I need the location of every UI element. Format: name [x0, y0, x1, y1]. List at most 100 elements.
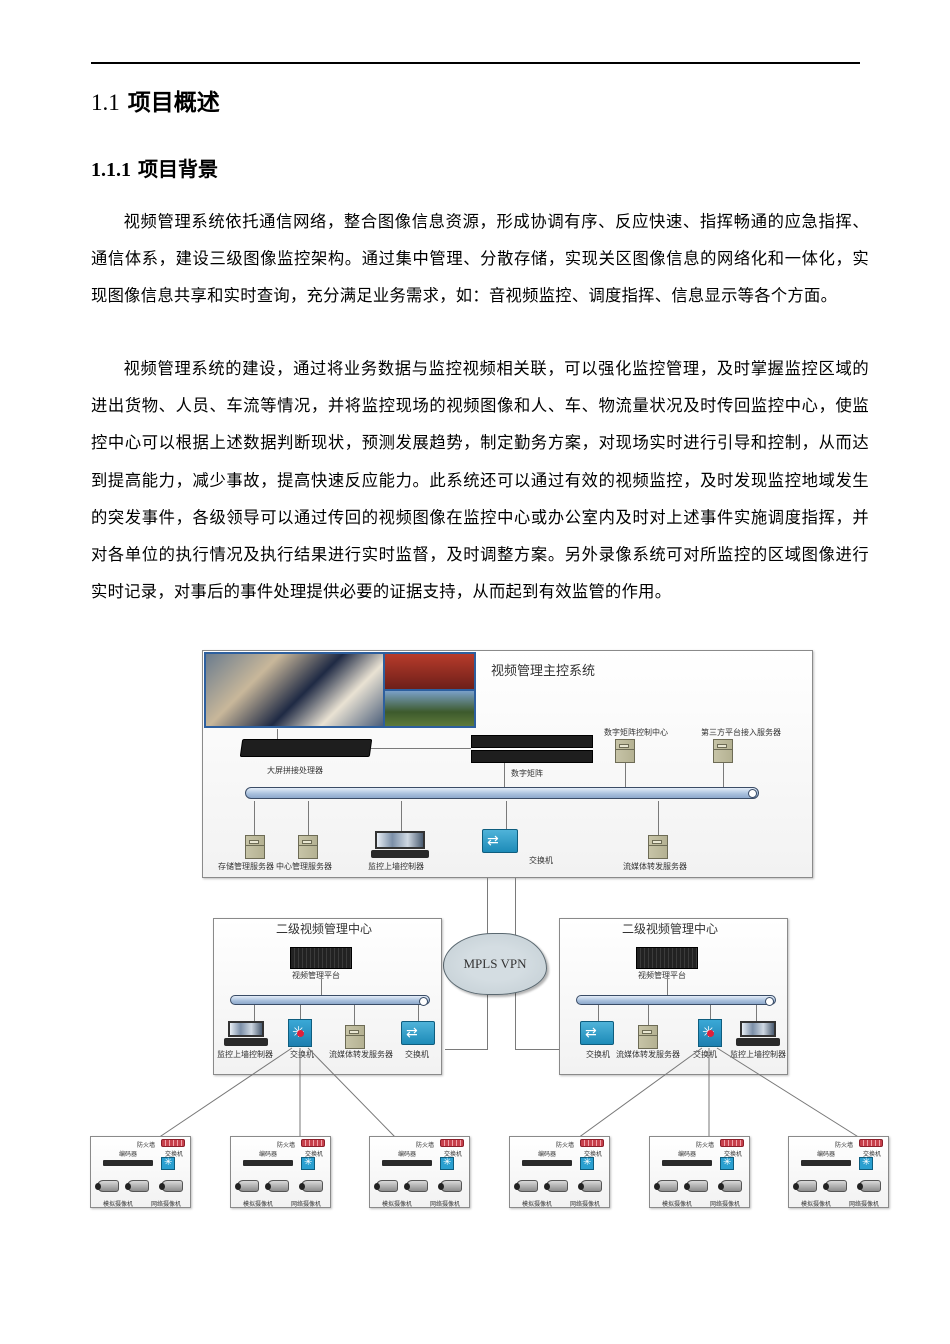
connector: [354, 1005, 355, 1025]
encoder-icon: [103, 1160, 153, 1166]
analog-camera-icon: [95, 1180, 119, 1192]
main-system-title: 视频管理主控系统: [491, 664, 596, 679]
main-network-bus: [245, 787, 759, 799]
switch-icon: [161, 1157, 175, 1170]
edge-switch-label: 交换机: [586, 1050, 610, 1059]
network-camera-icon: [718, 1180, 742, 1192]
connector: [254, 801, 255, 835]
main-switch-icon: [482, 829, 518, 853]
firewall-label: 防火墙: [835, 1142, 854, 1149]
connector: [254, 1005, 255, 1021]
connector: [723, 763, 724, 789]
encoder-icon: [522, 1160, 572, 1166]
analog-camera-icon: [793, 1180, 817, 1192]
network-architecture-diagram: 视频管理主控系统 大屏拼接处理器 数字矩阵 数字矩阵控制中心 第三方平台接入服务…: [85, 648, 905, 1218]
switch-label: 交换机: [724, 1151, 743, 1158]
firewall-icon: [301, 1139, 325, 1147]
firewall-icon: [161, 1139, 185, 1147]
analog-camera-label: 模拟摄像机: [103, 1201, 134, 1208]
matrix-control-center-server-icon: [615, 739, 635, 763]
firewall-icon: [440, 1139, 464, 1147]
connector: [648, 1005, 649, 1025]
firewall-label: 防火墙: [416, 1142, 435, 1149]
stream-server-label: 流媒体转发服务器: [616, 1050, 680, 1059]
switch-icon: [580, 1157, 594, 1170]
paragraph-1: 视频管理系统依托通信网络，整合图像信息资源，形成协调有序、反应快速、指挥畅通的应…: [91, 212, 869, 306]
heading-1: 1.1 项目概述: [91, 88, 220, 118]
network-camera-icon: [159, 1180, 183, 1192]
heading-1-number: 1.1: [91, 90, 120, 115]
monitor-screen: [228, 1021, 264, 1037]
analog-camera-icon: [544, 1180, 568, 1192]
storage-server-label: 存储管理服务器: [218, 862, 274, 871]
main-switch-label: 交换机: [529, 856, 553, 865]
management-platform-icon: [290, 947, 352, 969]
encoder-label: 编码器: [538, 1151, 557, 1158]
connector: [504, 763, 505, 789]
network-camera-label: 网络摄像机: [710, 1201, 741, 1208]
main-control-system-box: 视频管理主控系统 大屏拼接处理器 数字矩阵 数字矩阵控制中心 第三方平台接入服务…: [202, 650, 813, 878]
network-camera-label: 网络摄像机: [570, 1201, 601, 1208]
edge-site-5: 防火墙 编码器 交换机 模拟摄像机 网络摄像机: [649, 1136, 750, 1208]
connector: [756, 1005, 757, 1021]
third-party-server-icon: [713, 739, 733, 763]
analog-camera-icon: [654, 1180, 678, 1192]
core-switch-icon: [288, 1019, 312, 1047]
encoder-label: 编码器: [119, 1151, 138, 1158]
encoder-icon: [382, 1160, 432, 1166]
wall-controller-label: 监控上墙控制器: [730, 1050, 786, 1059]
monitor-screen: [375, 831, 425, 849]
edge-site-6: 防火墙 编码器 交换机 模拟摄像机 网络摄像机: [788, 1136, 889, 1208]
monitor-base: [224, 1038, 268, 1046]
wan-link-right-h: [515, 1049, 583, 1050]
monitor-screen: [740, 1021, 776, 1037]
heading-2-title: 项目背景: [137, 157, 218, 181]
monitor-base: [736, 1038, 780, 1046]
stream-server-label: 流媒体转发服务器: [329, 1050, 393, 1059]
network-camera-icon: [438, 1180, 462, 1192]
site-links: [157, 1047, 861, 1139]
heading-1-title: 项目概述: [127, 89, 220, 116]
secondary-bus-right: [576, 995, 776, 1006]
analog-camera-icon: [374, 1180, 398, 1192]
encoder-label: 编码器: [817, 1151, 836, 1158]
header-rule: [91, 62, 860, 64]
secondary-center-title: 二级视频管理中心: [622, 922, 719, 936]
core-switch-label: 交换机: [290, 1050, 314, 1059]
switch-label: 交换机: [444, 1151, 463, 1158]
analog-camera-icon: [125, 1180, 149, 1192]
encoder-icon: [801, 1160, 851, 1166]
firewall-label: 防火墙: [277, 1142, 296, 1149]
analog-camera-icon: [823, 1180, 847, 1192]
connector: [667, 979, 668, 997]
edge-site-2: 防火墙 编码器 交换机 模拟摄像机 网络摄像机: [230, 1136, 331, 1208]
network-camera-icon: [299, 1180, 323, 1192]
monitor-base: [371, 850, 429, 858]
firewall-label: 防火墙: [696, 1142, 715, 1149]
video-wall-processor-label: 大屏拼接处理器: [267, 766, 323, 775]
edge-site-4: 防火墙 编码器 交换机 模拟摄像机 网络摄像机: [509, 1136, 610, 1208]
encoder-label: 编码器: [398, 1151, 417, 1158]
wall-controller-label: 监控上墙控制器: [368, 862, 424, 871]
encoder-label: 编码器: [259, 1151, 278, 1158]
network-camera-label: 网络摄像机: [849, 1201, 880, 1208]
firewall-label: 防火墙: [556, 1142, 575, 1149]
connector: [308, 801, 309, 835]
digital-matrix-icon: [471, 735, 593, 748]
wan-link-left-h: [445, 1049, 488, 1050]
switch-icon: [859, 1157, 873, 1170]
mpls-vpn-cloud: MPLS VPN: [443, 933, 547, 995]
firewall-icon: [720, 1139, 744, 1147]
wall-controller-icon: [736, 1021, 780, 1047]
video-wall-image: [204, 652, 476, 728]
firewall-label: 防火墙: [137, 1142, 156, 1149]
analog-camera-label: 模拟摄像机: [382, 1201, 413, 1208]
connector: [658, 801, 659, 835]
central-server-icon: [298, 835, 318, 859]
edge-site-3: 防火墙 编码器 交换机 模拟摄像机 网络摄像机: [369, 1136, 470, 1208]
digital-matrix-icon-2: [471, 750, 593, 763]
switch-label: 交换机: [305, 1151, 324, 1158]
analog-camera-icon: [404, 1180, 428, 1192]
analog-camera-label: 模拟摄像机: [801, 1201, 832, 1208]
wall-controller-label: 监控上墙控制器: [217, 1050, 273, 1059]
